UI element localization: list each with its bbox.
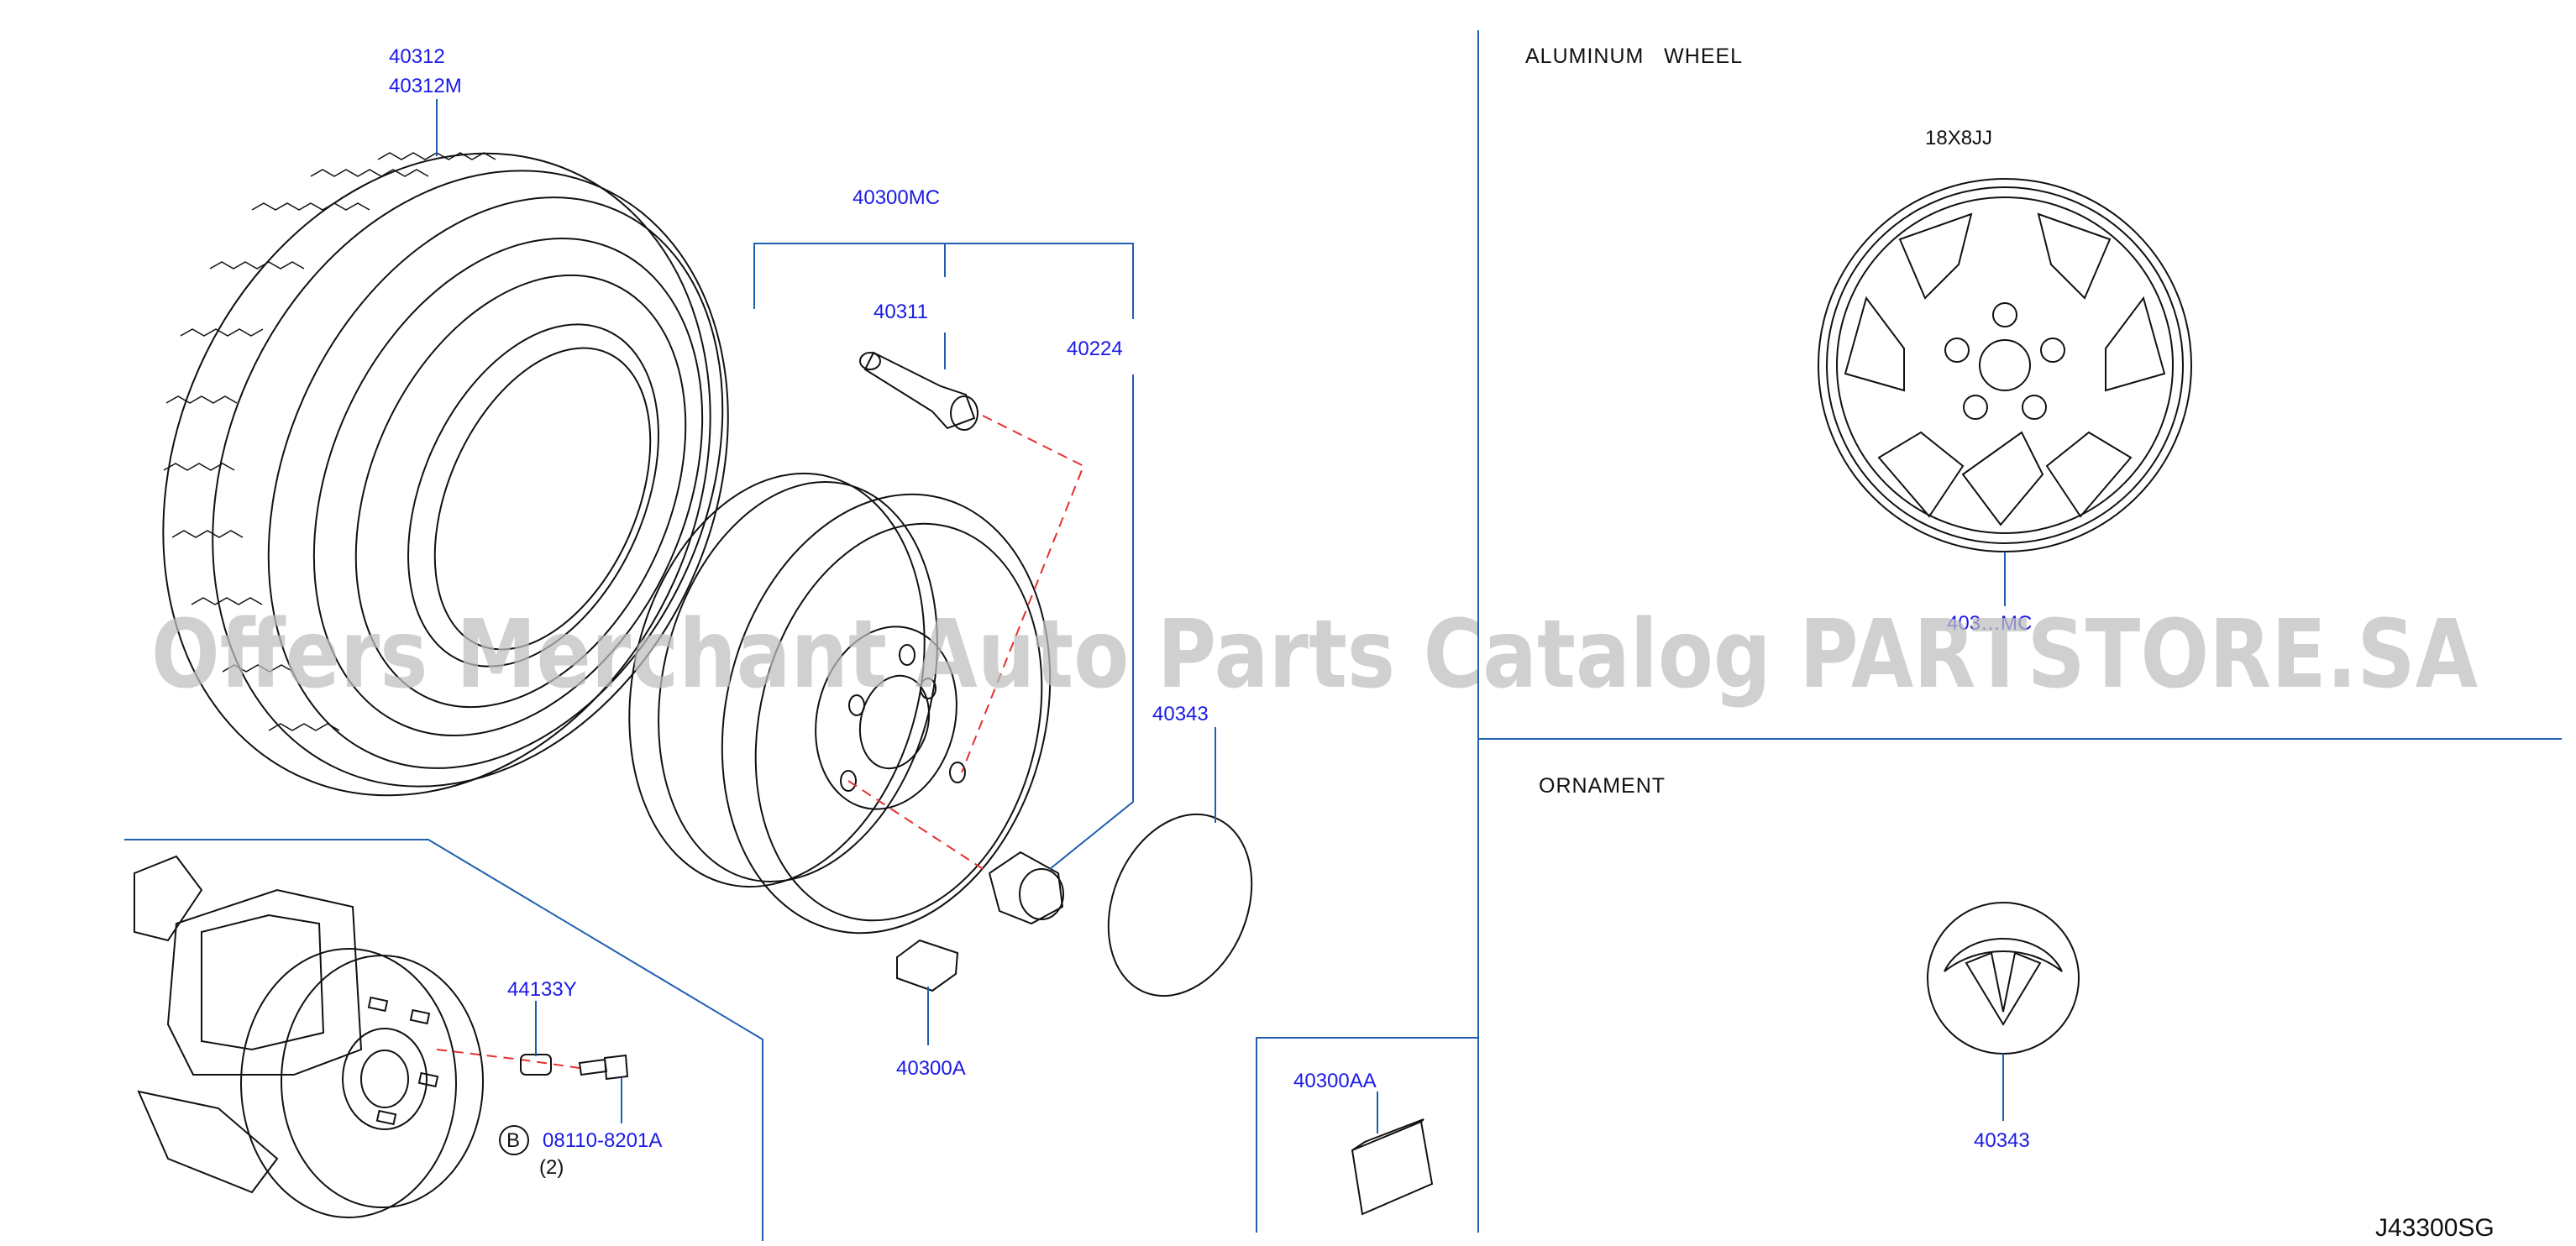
- part-label-nut[interactable]: 40224: [1067, 338, 1123, 360]
- bolt-callout-letter: B: [506, 1129, 520, 1152]
- part-label-weight-aa[interactable]: 40300AA: [1293, 1070, 1377, 1092]
- alloy-wheel-windows: [1844, 212, 2166, 526]
- part-label-alloy-wheel[interactable]: 403…MC: [1947, 612, 2032, 635]
- part-label-wheel-kit[interactable]: 40300MC: [853, 186, 940, 209]
- part-label-ornament[interactable]: 40343: [1974, 1129, 2030, 1152]
- wheel-illustration: [628, 472, 1052, 934]
- part-label-bolt[interactable]: 08110-8201A: [543, 1129, 662, 1152]
- alloy-wheel-illustration: [1818, 178, 2192, 552]
- part-label-hub-stud[interactable]: 44133Y: [507, 978, 577, 1001]
- part-label-valve[interactable]: 40311: [874, 301, 928, 323]
- tire-illustration: [162, 152, 729, 797]
- balance-weight-aa-illustration: [1351, 1118, 1434, 1216]
- hub-stud-illustration: [520, 1054, 552, 1076]
- part-label-tire-m[interactable]: 40312M: [389, 75, 462, 97]
- drawing-code: J43300SG: [2375, 1214, 2495, 1242]
- ornament-emblem-illustration: [1927, 902, 2080, 1055]
- section-title-aluminum-wheel: ALUMINUM WHEEL: [1525, 44, 1743, 68]
- part-label-tire[interactable]: 40312: [389, 45, 445, 68]
- watermark: Offers Merchant Auto Parts Catalog PARTS…: [151, 600, 2478, 709]
- part-label-balance-weight[interactable]: 40300A: [896, 1057, 966, 1080]
- lug-nut-illustration: [988, 851, 1064, 925]
- leader-lines: [436, 99, 2006, 1133]
- bolt-callout-badge: B: [499, 1125, 529, 1155]
- brake-assembly-illustration: [134, 855, 484, 1218]
- cap-illustration: [1107, 813, 1253, 997]
- bolt-illustration: [578, 1054, 629, 1081]
- part-label-cap[interactable]: 40343: [1152, 703, 1209, 725]
- bolt-quantity: (2): [539, 1156, 564, 1179]
- valve-illustration: [859, 351, 978, 431]
- wheel-size-label: 18X8JJ: [1925, 127, 1992, 149]
- section-title-ornament: ORNAMENT: [1539, 774, 1666, 798]
- section-frames: [124, 30, 2562, 1241]
- balance-weight-illustration: [896, 939, 959, 992]
